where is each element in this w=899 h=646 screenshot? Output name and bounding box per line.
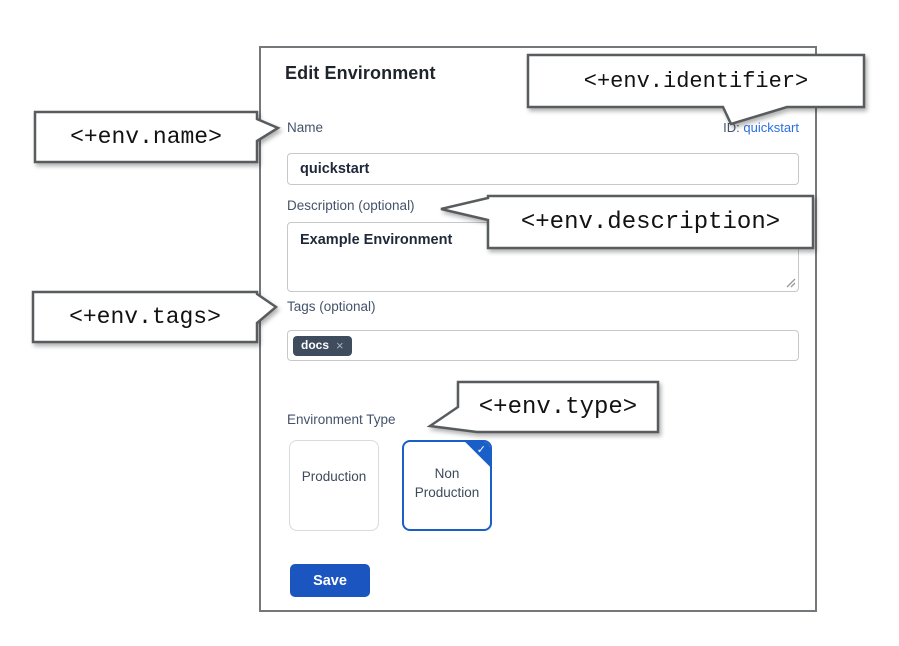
environment-type-label: Environment Type (287, 412, 396, 427)
callout-env-name-text: <+env.name> (70, 124, 222, 150)
callout-env-identifier-text: <+env.identifier> (583, 68, 809, 94)
tag-chip: docs × (293, 335, 352, 356)
description-label: Description (optional) (287, 198, 415, 213)
callout-env-identifier: <+env.identifier> (526, 53, 866, 126)
callout-env-tags: <+env.tags> (31, 290, 279, 344)
callout-env-description: <+env.description> (440, 194, 815, 250)
tags-label: Tags (optional) (287, 299, 376, 314)
save-button[interactable]: Save (290, 564, 370, 597)
callout-env-name: <+env.name> (33, 110, 281, 164)
type-card-label: Non Production (414, 466, 480, 500)
dialog-title: Edit Environment (285, 63, 436, 83)
environment-type-options: Production Non Production ✓ (289, 440, 492, 531)
callout-env-description-text: <+env.description> (520, 208, 781, 236)
type-card-non-production[interactable]: Non Production ✓ (402, 440, 492, 531)
check-icon: ✓ (476, 444, 486, 456)
tags-input[interactable]: docs × (287, 330, 799, 361)
resize-handle-icon[interactable] (786, 278, 796, 288)
type-card-label: Production (301, 469, 367, 484)
callout-env-tags-text: <+env.tags> (69, 304, 221, 330)
name-label: Name (287, 120, 324, 135)
name-input[interactable] (287, 153, 799, 185)
tag-chip-label: docs (301, 338, 330, 352)
environment-id-link[interactable]: quickstart (743, 120, 799, 135)
remove-tag-icon[interactable]: × (336, 337, 344, 353)
type-card-production[interactable]: Production (289, 440, 379, 531)
edit-environment-dialog: Edit Environment Name ID: quickstart Des… (259, 46, 817, 612)
callout-env-type-text: <+env.type> (478, 393, 638, 421)
callout-env-type: <+env.type> (426, 380, 660, 434)
name-field-header: Name ID: quickstart (287, 120, 799, 135)
